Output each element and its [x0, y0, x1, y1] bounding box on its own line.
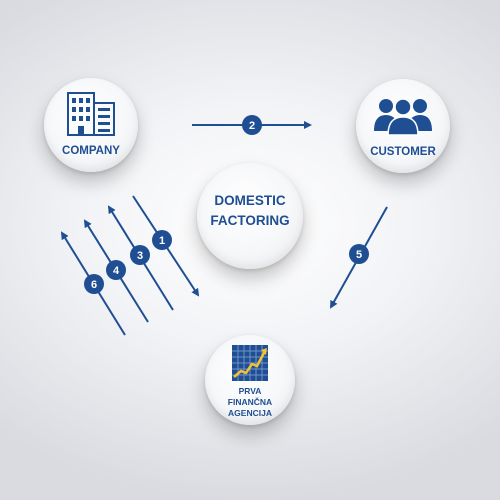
domestic-factoring-node: DOMESTIC FACTORING	[197, 163, 303, 269]
step-number-1: 1	[159, 235, 165, 247]
agency-node: PRVA FINANČNA AGENCIJA	[205, 335, 295, 425]
step-badge-2	[242, 115, 262, 135]
agency-line-1: PRVA	[238, 386, 262, 396]
step-badge-1	[152, 230, 172, 250]
step-badge-5	[349, 244, 369, 264]
agency-line-3: AGENCIJA	[228, 408, 272, 418]
growth-chart-icon	[232, 345, 268, 386]
step-number-5: 5	[356, 249, 362, 261]
factoring-line-1: DOMESTIC	[214, 193, 286, 208]
arrow-step-3: 3	[107, 205, 174, 311]
agency-label: PRVA FINANČNA AGENCIJA	[205, 386, 295, 419]
customer-node: CUSTOMER	[356, 79, 450, 173]
company-node: COMPANY	[44, 78, 138, 172]
office-building-icon	[66, 91, 118, 142]
arrow-step-4: 4	[83, 219, 149, 323]
arrow-step-5: 5	[330, 206, 388, 309]
people-group-icon	[373, 97, 433, 142]
step-number-2: 2	[249, 120, 255, 132]
agency-line-2: FINANČNA	[227, 397, 273, 407]
arrow-step-1: 1	[132, 195, 200, 297]
step-badge-6	[84, 274, 104, 294]
step-number-4: 4	[113, 265, 120, 277]
step-number-6: 6	[91, 279, 97, 291]
domestic-factoring-label: DOMESTIC FACTORING	[197, 191, 303, 231]
company-label: COMPANY	[62, 145, 120, 157]
arrow-step-2: 2	[192, 115, 312, 135]
customer-label: CUSTOMER	[370, 146, 436, 158]
step-badge-4	[106, 260, 126, 280]
step-badge-3	[130, 245, 150, 265]
step-number-3: 3	[137, 250, 143, 262]
factoring-line-2: FACTORING	[210, 213, 290, 228]
arrow-step-6: 6	[60, 231, 126, 336]
